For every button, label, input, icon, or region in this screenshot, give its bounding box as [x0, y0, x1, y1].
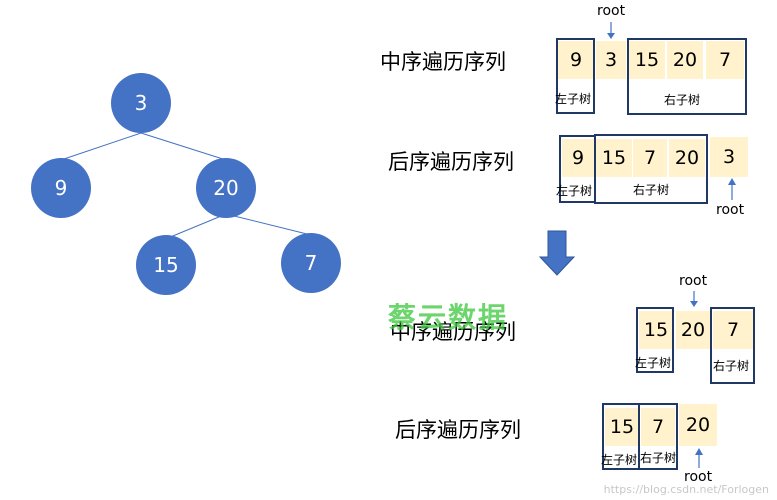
- step1-inorder-left-label: 左子树: [555, 92, 592, 106]
- step1-postorder-cell-2: 7: [633, 139, 667, 177]
- step1-inorder-right-label: 右子树: [664, 93, 701, 107]
- step1-inorder-left-box: [556, 38, 595, 114]
- step2-postorder-cell-1: 7: [641, 408, 675, 446]
- step2-inorder-right-box: [710, 307, 755, 384]
- step2-root-label-top: root: [679, 273, 708, 289]
- watermark: 蔡云数据: [388, 301, 509, 334]
- step2-postorder-right-label: 右子树: [640, 451, 677, 465]
- step1-postorder-right-label: 右子树: [633, 183, 670, 197]
- step1-postorder-cell-3: 20: [669, 139, 705, 177]
- step2-inorder-right-label: 右子树: [713, 359, 750, 373]
- step1-inorder-cell-1: 3: [596, 41, 626, 79]
- tree-node-right: 20: [196, 158, 256, 218]
- step1-inorder-cell-4: 7: [706, 41, 744, 79]
- step2-root-label-bottom: root: [684, 469, 713, 485]
- step1-inorder-right-box: [627, 38, 747, 115]
- step1-postorder-cell-0: 9: [562, 139, 594, 177]
- tree-node-root: 3: [111, 73, 171, 133]
- step2-inorder-left-box: [636, 307, 674, 373]
- step2-inorder-cell-0: 15: [639, 311, 673, 349]
- step2-postorder-cell-0: 15: [605, 408, 639, 446]
- step1-postorder-label: 后序遍历序列: [388, 150, 514, 174]
- step1-inorder-label: 中序遍历序列: [380, 50, 506, 74]
- step1-postorder-cell-4: 3: [710, 137, 748, 177]
- step1-inorder-cell-3: 20: [667, 41, 703, 79]
- step2-postorder-left-label: 左子树: [601, 453, 638, 467]
- step2-inorder-cell-1: 20: [676, 311, 710, 349]
- tree-node-left: 9: [31, 158, 91, 218]
- step1-inorder-cell-0: 9: [558, 41, 594, 79]
- step2-postorder-right-box: [638, 403, 678, 470]
- down-arrow-icon: [538, 230, 576, 276]
- step2-inorder-cell-2: 7: [713, 311, 753, 349]
- step1-postorder-left-label: 左子树: [556, 184, 593, 198]
- step1-inorder-cell-2: 15: [629, 41, 665, 79]
- step1-postorder-cell-1: 15: [596, 139, 632, 177]
- step2-postorder-cell-2: 20: [679, 404, 717, 446]
- step1-root-label-bottom: root: [716, 202, 745, 218]
- tree-node-right-right: 7: [281, 233, 341, 293]
- step1-root-label-top: root: [597, 3, 626, 19]
- tree-node-right-left: 15: [136, 235, 196, 295]
- step2-postorder-label: 后序遍历序列: [395, 418, 521, 442]
- step2-inorder-label: 中序遍历序列: [390, 320, 516, 344]
- step1-postorder-right-box: [594, 134, 708, 204]
- credit-url: https://blog.csdn.net/Forlogen: [603, 483, 769, 496]
- step2-inorder-left-label: 左子树: [635, 356, 672, 370]
